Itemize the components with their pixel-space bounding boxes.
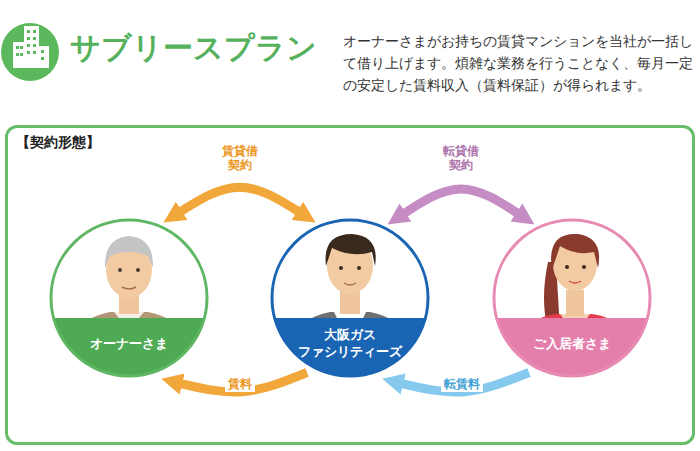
circle-outline [492, 218, 652, 378]
arrow-label: 転貸借 契約 [436, 143, 485, 173]
party-circle: オーナーさま [49, 218, 209, 378]
flow-arrow [178, 372, 307, 392]
description-text: オーナーさまがお持ちの賃貸マンションを当社が一括して借り上げます。煩雑な業務を行… [343, 30, 693, 96]
party-name: オーナーさま [90, 335, 168, 352]
flow-arrow [178, 187, 301, 213]
flow-arrow [402, 189, 520, 215]
party-circle: ご入居者さま [492, 218, 652, 378]
party-name: 大阪ガス ファシリティーズ [288, 326, 412, 360]
arrow-label: 転賃料 [441, 376, 483, 392]
section-heading: 【契約形態】 [16, 134, 100, 152]
contract-panel: 【契約形態】オーナーさま 大阪ガス ファシリティーズ ご入居者さま [5, 125, 695, 445]
arrow-label: 賃料 [225, 376, 255, 392]
circle-outline [49, 218, 209, 378]
building-icon [1, 23, 59, 81]
party-name: ご入居者さま [533, 335, 611, 352]
page-title: サブリースプラン [70, 30, 317, 66]
party-circle: 大阪ガス ファシリティーズ [270, 218, 430, 378]
arrow-label: 賃貸借 契約 [215, 143, 264, 173]
flow-arrow [399, 372, 529, 392]
